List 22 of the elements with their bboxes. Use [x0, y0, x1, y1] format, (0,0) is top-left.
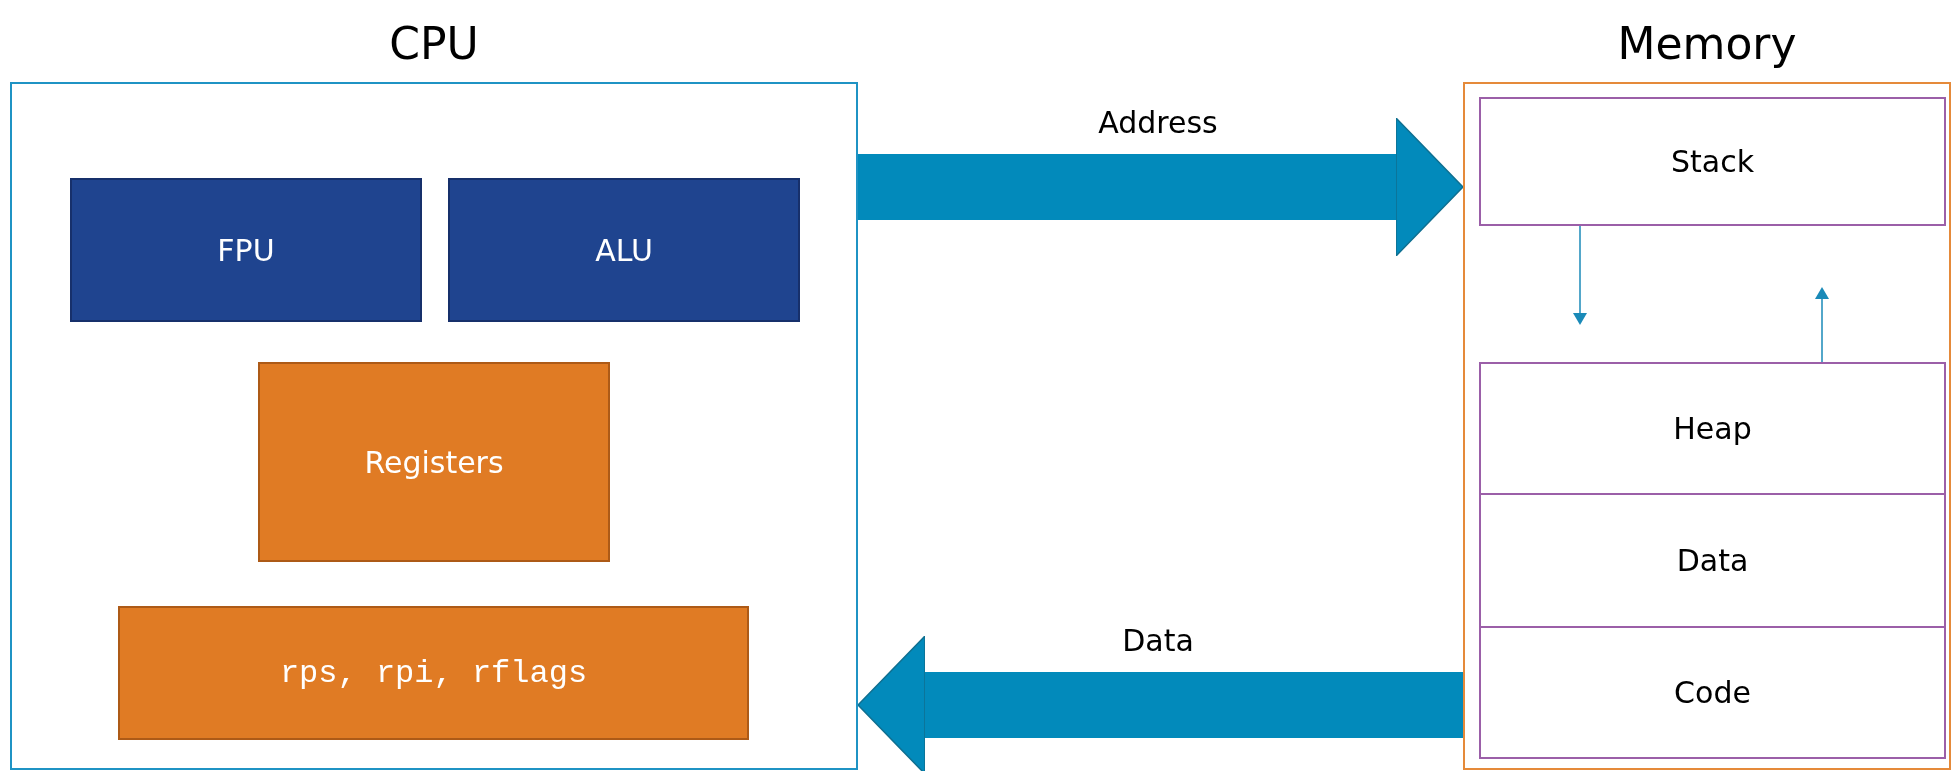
box-label: FPU — [217, 232, 275, 268]
component-box — [70, 178, 422, 322]
box-title: CPU — [389, 18, 479, 69]
box-label: rps, rpi, rflags — [279, 654, 588, 692]
component-box — [1479, 97, 1946, 226]
component-box — [258, 362, 610, 562]
block-arrow — [857, 635, 1463, 771]
component-box — [1479, 493, 1946, 628]
component-box — [1479, 362, 1946, 495]
component-box — [1479, 626, 1946, 759]
arrow — [1573, 225, 1587, 325]
box-label: Code — [1674, 675, 1751, 710]
box-title: Memory — [1617, 18, 1797, 69]
box-label: Heap — [1673, 411, 1752, 446]
box-label: Registers — [364, 444, 504, 480]
box-label: Stack — [1670, 144, 1755, 179]
box-label: ALU — [595, 232, 653, 268]
component-box — [448, 178, 800, 322]
block-arrow — [858, 117, 1464, 257]
box-label: Data — [1676, 543, 1749, 578]
component-box — [118, 606, 749, 740]
arrow — [1815, 287, 1829, 363]
